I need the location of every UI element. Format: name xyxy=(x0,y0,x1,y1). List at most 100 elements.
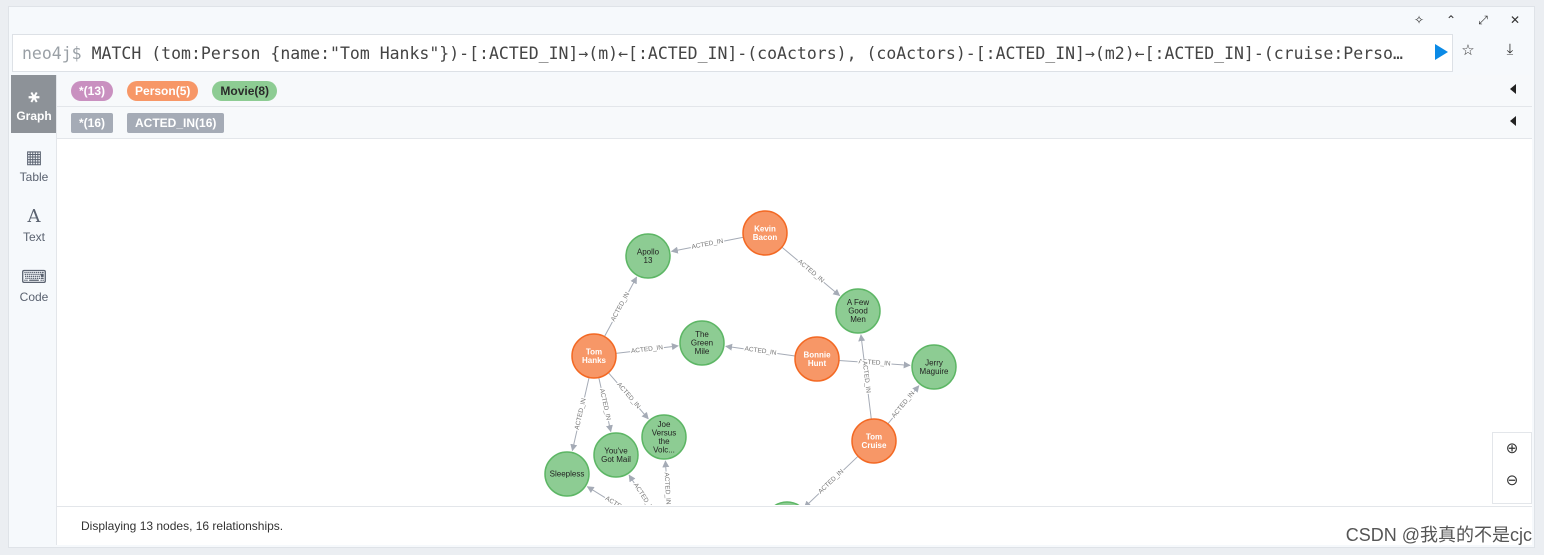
relationship-label-bg xyxy=(795,257,827,286)
node-caption: Versus xyxy=(652,428,676,437)
sidebar-item-label: Text xyxy=(22,229,45,244)
movie-node-sleepless[interactable]: Sleepless xyxy=(544,451,590,497)
node-circle[interactable] xyxy=(851,418,897,464)
code-icon: ⌨ xyxy=(21,266,47,287)
download-icon[interactable]: ⤓ xyxy=(1506,41,1514,58)
node-caption: Maguire xyxy=(920,367,949,376)
view-sidebar: ⚹ Graph ▦ Table A Text ⌨ Code xyxy=(11,75,57,545)
node-circle[interactable] xyxy=(765,501,809,505)
sidebar-item-code[interactable]: ⌨ Code xyxy=(11,257,57,313)
relationship-label: ACTED_IN xyxy=(858,358,891,367)
node-caption: Bonnie xyxy=(803,350,831,359)
sidebar-item-label: Graph xyxy=(16,108,52,123)
relationship-label: ACTED_IN xyxy=(861,361,872,394)
node-caption: Jerry xyxy=(925,358,943,367)
relationship-label: ACTED_IN xyxy=(744,345,777,356)
node-caption: You've xyxy=(604,446,628,455)
relationship-label-bg xyxy=(662,471,673,505)
status-bar: Displaying 13 nodes, 16 relationships. xyxy=(57,506,1532,545)
node-caption: The xyxy=(695,330,709,339)
rel-pill-all[interactable]: *(16) xyxy=(71,112,114,133)
relationship-label: ACTED_IN xyxy=(632,482,656,505)
node-circle[interactable] xyxy=(911,344,957,390)
run-icon[interactable] xyxy=(1435,44,1448,60)
node-caption: Tom xyxy=(866,432,882,441)
zoom-out-icon[interactable]: ⊖ xyxy=(1505,472,1519,489)
label-pill-all[interactable]: *(13) xyxy=(71,80,114,101)
zoom-controls: ⊕ ⊖ xyxy=(1492,432,1532,504)
collapse-icon[interactable]: ⌃ xyxy=(1445,13,1457,27)
node-circle[interactable] xyxy=(571,333,617,379)
result-frame: ✧ ⌃ ⤢ ✕ neo4j$ MATCH (tom:Person {name:"… xyxy=(8,6,1535,548)
sidebar-item-table[interactable]: ▦ Table xyxy=(11,137,57,193)
node-circle[interactable] xyxy=(835,288,881,334)
relationship-label-bg xyxy=(573,396,589,432)
label-pill-movie[interactable]: Movie(8) xyxy=(212,80,278,101)
zoom-in-icon[interactable]: ⊕ xyxy=(1505,440,1519,457)
relationship-label: ACTED_IN xyxy=(574,397,588,430)
sidebar-item-label: Table xyxy=(19,169,49,184)
node-caption: Apollo xyxy=(637,247,660,256)
node-circle[interactable] xyxy=(593,432,639,478)
node-caption: the xyxy=(658,437,670,446)
movie-node-topgun[interactable]: Top Gun xyxy=(765,501,809,505)
label-pill-person[interactable]: Person(5) xyxy=(127,80,199,101)
node-caption: Kevin xyxy=(754,224,776,233)
text-icon: A xyxy=(27,205,41,227)
node-caption: Bacon xyxy=(753,233,778,242)
node-circle[interactable] xyxy=(544,451,590,497)
node-caption: A Few xyxy=(847,298,869,307)
node-circle[interactable] xyxy=(641,414,687,460)
relationship-label: ACTED_IN xyxy=(598,388,612,421)
close-icon[interactable]: ✕ xyxy=(1509,13,1521,27)
relationship-label: ACTED_IN xyxy=(817,468,845,495)
relationship-label: ACTED_IN xyxy=(615,381,642,410)
sidebar-item-graph[interactable]: ⚹ Graph xyxy=(11,75,57,133)
node-caption: Tom xyxy=(586,347,602,356)
collapse-legend-icon[interactable] xyxy=(1510,84,1516,94)
relationship-label-bg xyxy=(597,387,613,422)
graph-icon: ⚹ xyxy=(28,85,40,106)
pin-icon[interactable]: ✧ xyxy=(1413,13,1425,27)
node-caption: Joe xyxy=(658,420,671,429)
relationship-label-bg xyxy=(608,290,633,324)
rel-pill-acted-in[interactable]: ACTED_IN(16) xyxy=(127,112,225,133)
sidebar-item-label: Code xyxy=(19,289,49,304)
relationship-label: ACTED_IN xyxy=(631,344,664,355)
expand-icon[interactable]: ⤢ xyxy=(1478,12,1488,27)
node-caption: Green xyxy=(691,339,713,348)
node-caption: Mile xyxy=(695,347,710,356)
sidebar-item-text[interactable]: A Text xyxy=(11,197,57,253)
node-caption: Hunt xyxy=(808,359,827,368)
node-circle[interactable] xyxy=(794,336,840,382)
query-editor[interactable]: neo4j$ MATCH (tom:Person {name:"Tom Hank… xyxy=(12,34,1453,72)
status-text: Displaying 13 nodes, 16 relationships. xyxy=(81,519,284,533)
node-caption: Men xyxy=(850,315,866,324)
node-caption: Cruise xyxy=(862,441,887,450)
query-text[interactable]: MATCH (tom:Person {name:"Tom Hanks"})-[:… xyxy=(91,43,1408,63)
node-circle[interactable] xyxy=(679,320,725,366)
movie-node-joe[interactable]: JoeVersustheVolc... xyxy=(641,414,687,460)
collapse-legend-icon[interactable] xyxy=(1510,116,1516,126)
table-icon: ▦ xyxy=(25,146,43,167)
relationship-edge[interactable] xyxy=(586,486,651,505)
node-circle[interactable] xyxy=(625,233,671,279)
window-controls: ✧ ⌃ ⤢ ✕ xyxy=(1410,11,1524,29)
node-caption: Good xyxy=(848,307,868,316)
node-caption: Volc... xyxy=(653,445,675,454)
relationship-label-bg xyxy=(630,480,657,505)
node-circle[interactable] xyxy=(742,210,788,256)
editor-actions: ☆ ⤓ xyxy=(1457,41,1521,59)
star-icon[interactable]: ☆ xyxy=(1461,42,1475,59)
